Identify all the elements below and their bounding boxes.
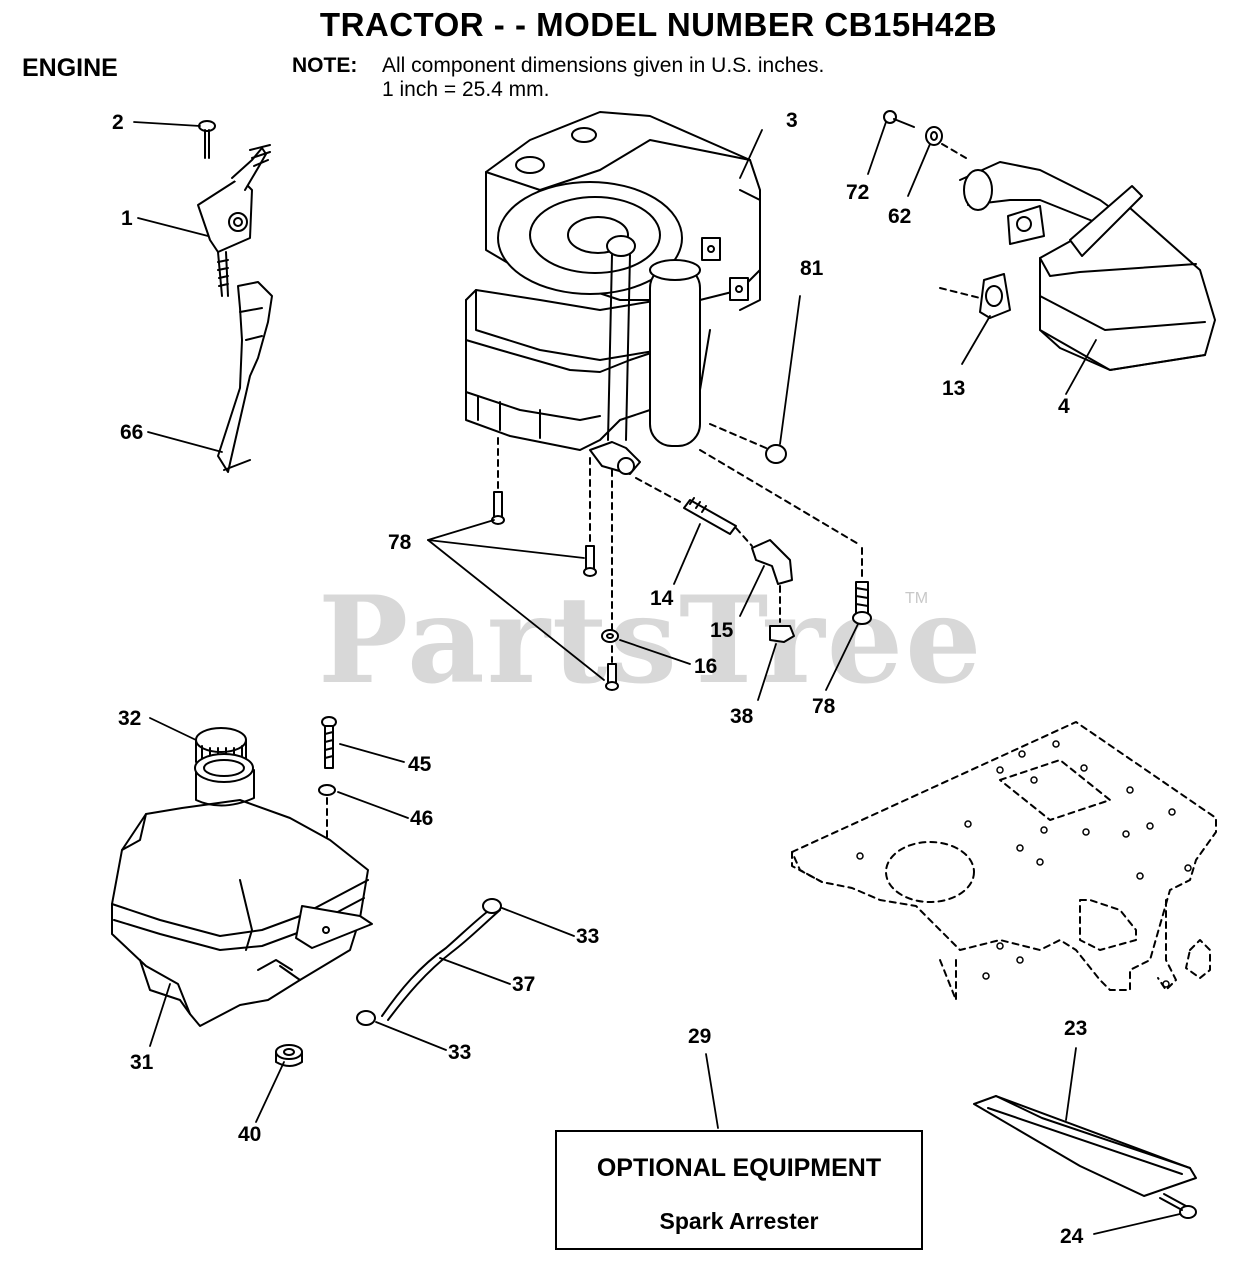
callout-4: 4 [1058,395,1070,418]
callout-46: 46 [410,807,434,830]
leader-lines [133,121,1181,1235]
callout-29: 29 [688,1025,712,1048]
callout-15: 15 [710,619,734,642]
note-line-1: All component dimensions given in U.S. i… [382,54,825,77]
callout-31: 31 [130,1051,154,1074]
callout-81: 81 [800,257,824,280]
fuel-tank-part [111,753,373,1027]
callout-24: 24 [1060,1225,1084,1248]
engine-part [465,111,761,475]
callout-78-right: 78 [812,695,836,718]
callout-72: 72 [846,181,870,204]
callout-62: 62 [888,205,912,228]
section-label: ENGINE [22,54,118,82]
nut-81-part [709,423,787,464]
callout-33-lower: 33 [448,1041,472,1064]
muffler-part [883,110,1216,371]
optional-equipment-item: Spark Arrester [659,1208,819,1234]
callout-33-upper: 33 [576,925,600,948]
callout-38: 38 [730,705,754,728]
spark-arrester-part [973,1095,1197,1219]
callout-14: 14 [650,587,674,610]
callout-3: 3 [786,109,798,132]
chassis-frame-part [791,721,1217,1001]
callout-66: 66 [120,421,144,444]
callout-16: 16 [694,655,718,678]
throttle-control-part [197,120,271,297]
nut-40-part [275,1044,303,1067]
pipe-fitting-part [635,477,793,623]
note-line-2: 1 inch = 25.4 mm. [382,78,550,101]
fuel-line-part [356,898,502,1026]
watermark-logo: PartsTree [318,570,984,711]
chassis-holes [856,740,1192,988]
callout-37: 37 [512,973,536,996]
callout-23: 23 [1064,1017,1088,1040]
note-label: NOTE: [292,54,358,77]
callout-1: 1 [121,207,133,230]
watermark-trademark: TM [905,590,929,607]
callout-40: 40 [238,1123,262,1146]
callout-78-left: 78 [388,531,412,554]
optional-equipment-title: OPTIONAL EQUIPMENT [596,1154,882,1182]
callout-32: 32 [118,707,142,730]
bracket-part [217,281,273,473]
optional-equipment-box: OPTIONAL EQUIPMENT Spark Arrester [555,1130,923,1250]
callout-45: 45 [408,753,432,776]
callout-13: 13 [942,377,966,400]
bolt-78-parts [491,437,872,691]
callout-2: 2 [112,111,124,134]
page-title: TRACTOR - - MODEL NUMBER CB15H42B [319,6,998,43]
